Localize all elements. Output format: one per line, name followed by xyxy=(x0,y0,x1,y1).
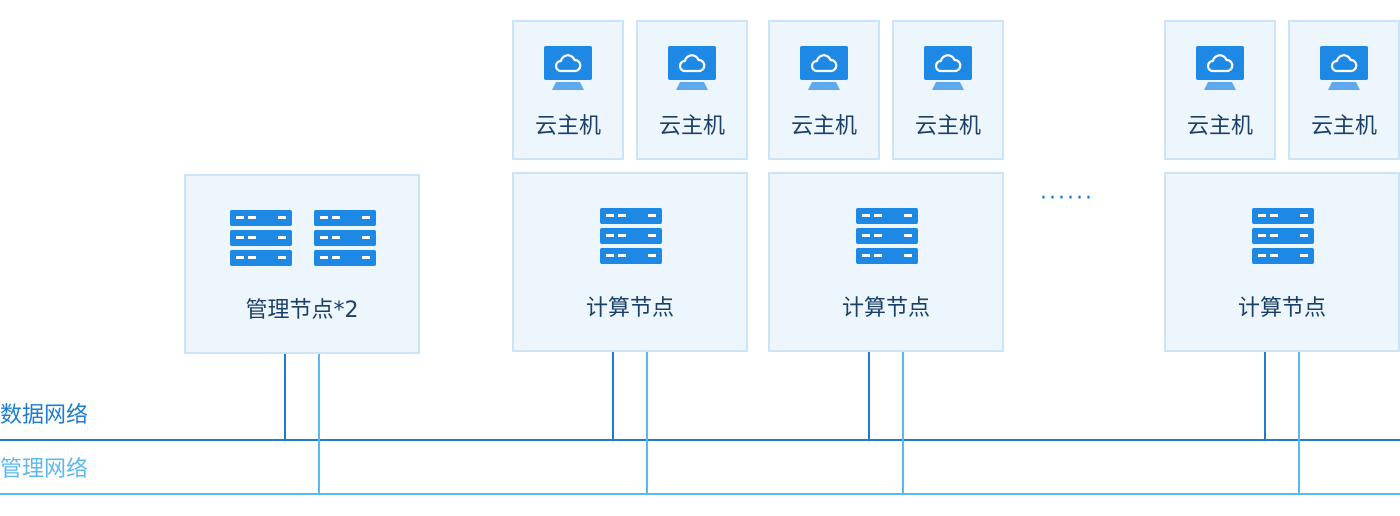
vm-4: 云主机 xyxy=(892,20,1004,160)
data-network-label: 数据网络 xyxy=(0,403,89,428)
vm-2: 云主机 xyxy=(636,20,748,160)
compute-node-label: 计算节点 xyxy=(1237,296,1326,321)
server-rack-icon xyxy=(856,208,918,264)
vm-5: 云主机 xyxy=(1164,20,1276,160)
vm-6: 云主机 xyxy=(1288,20,1400,160)
vm-label: 云主机 xyxy=(658,114,725,139)
vm-label: 云主机 xyxy=(1186,114,1253,139)
server-rack-icon xyxy=(314,210,376,266)
compute-node-label: 计算节点 xyxy=(585,296,674,321)
compute-node-2: 计算节点 xyxy=(768,172,1004,352)
management-node-label: 管理节点*2 xyxy=(245,298,359,323)
cloud-monitor-icon xyxy=(544,46,592,90)
compute-node-3: 计算节点 xyxy=(1164,172,1400,352)
vm-label: 云主机 xyxy=(534,114,601,139)
server-rack-icon xyxy=(1252,208,1314,264)
compute-node-label: 计算节点 xyxy=(841,296,930,321)
vm-3: 云主机 xyxy=(768,20,880,160)
cloud-monitor-icon xyxy=(800,46,848,90)
server-rack-icon xyxy=(600,208,662,264)
cloud-monitor-icon xyxy=(1196,46,1244,90)
management-network-label: 管理网络 xyxy=(0,457,89,482)
vm-label: 云主机 xyxy=(1310,114,1377,139)
cloud-monitor-icon xyxy=(924,46,972,90)
cloud-monitor-icon xyxy=(1320,46,1368,90)
vm-label: 云主机 xyxy=(914,114,981,139)
server-rack-icon xyxy=(230,210,292,266)
compute-node-1: 计算节点 xyxy=(512,172,748,352)
cloud-monitor-icon xyxy=(668,46,716,90)
vm-1: 云主机 xyxy=(512,20,624,160)
vm-label: 云主机 xyxy=(790,114,857,139)
more-nodes-ellipsis: ······ xyxy=(1040,186,1094,211)
management-node: 管理节点*2 xyxy=(184,174,420,354)
